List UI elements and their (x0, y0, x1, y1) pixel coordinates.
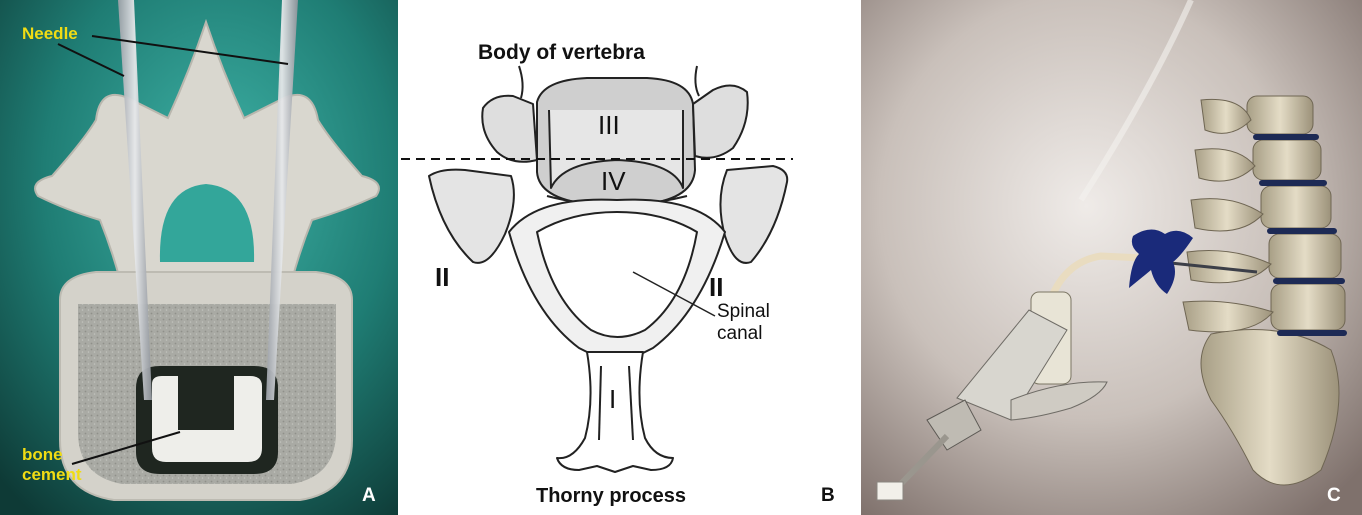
roman-numeral-II-left: II (435, 264, 449, 291)
body-of-vertebra-title: Body of vertebra (478, 42, 645, 64)
transverse-process-left (429, 170, 514, 263)
panel-b-vertebra-diagram: Body of vertebra III IV II II I Spinal c… (401, 0, 858, 515)
panel-a-vertebra-render: Needle bone cement A (0, 0, 398, 515)
panel-letter-c: C (1327, 486, 1341, 506)
vertebra-line-drawing (401, 0, 858, 515)
needle-label: Needle (22, 25, 78, 43)
roman-numeral-I: I (609, 386, 616, 413)
articular-process-right (693, 85, 748, 157)
roman-numeral-IV: IV (601, 168, 626, 195)
panel-c-kyphoplasty-device: C (861, 0, 1362, 515)
panel-letter-b: B (821, 486, 835, 506)
panel-letter-a: A (362, 486, 376, 506)
articular-process-left (482, 96, 537, 162)
roman-numeral-II-right: II (709, 274, 723, 301)
transverse-process-right (720, 166, 787, 263)
vertebra-render-illustration (0, 0, 398, 515)
bone-cement-label-line1: bone (22, 446, 63, 464)
roman-numeral-III: III (598, 112, 620, 139)
thorny-process-label: Thorny process (536, 486, 686, 507)
spinal-canal-label-line2: canal (717, 324, 762, 344)
spinal-canal-label-line1: Spinal (717, 302, 770, 322)
device-and-spine-photo (861, 0, 1362, 515)
bone-cement-label-line2: cement (22, 466, 82, 484)
